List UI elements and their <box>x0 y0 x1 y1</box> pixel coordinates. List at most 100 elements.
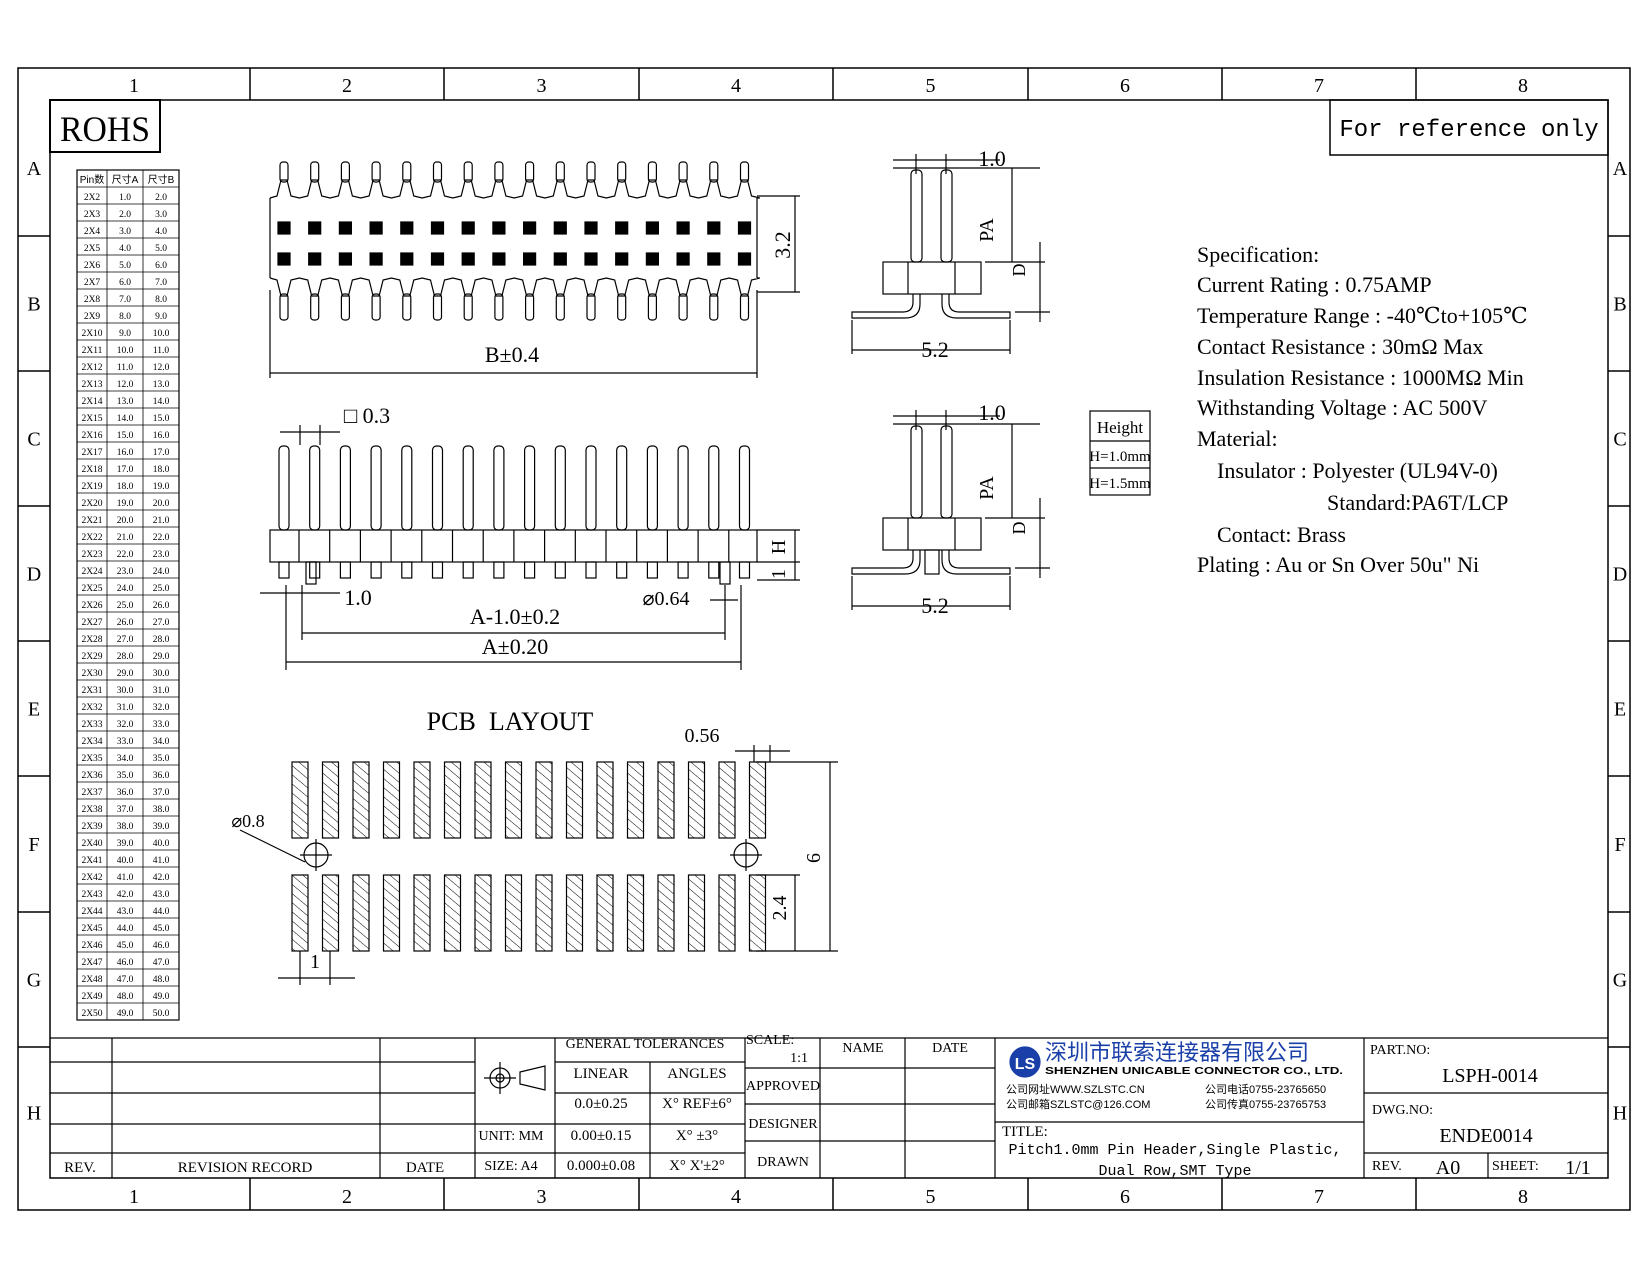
tb-size: SIZE: A4 <box>484 1159 537 1174</box>
tb-title-label: TITLE: <box>1002 1124 1048 1140</box>
zone-row-label: C <box>27 429 40 451</box>
pin-table-cell: 2X10 <box>81 329 102 339</box>
zone-column-label: 1 <box>129 1186 139 1208</box>
spec-line: Standard:PA6T/LCP <box>1327 490 1508 515</box>
side-smt-lead <box>941 294 1011 319</box>
zone-column-label: 2 <box>342 75 352 97</box>
pin-table-cell: 2X6 <box>84 261 101 271</box>
front-pin-tail <box>309 561 321 579</box>
zone-row-label: A <box>1613 158 1628 180</box>
pin-table-cell: 11.0 <box>153 346 170 356</box>
front-pin-tail <box>677 561 689 579</box>
pin-table-cell: 23.0 <box>117 567 134 577</box>
top-pin <box>709 293 719 321</box>
top-pin-square <box>338 252 352 266</box>
pin-table-cell: 5.0 <box>155 244 167 254</box>
top-pin-square <box>522 221 537 235</box>
dim-side2-pitch: 1.0 <box>978 400 1006 425</box>
pin-table-cell: 20.0 <box>153 499 170 509</box>
pin-table-cell: 32.0 <box>153 703 170 713</box>
front-pin <box>493 445 505 531</box>
front-pin-tail <box>646 561 659 579</box>
reference-box <box>1329 99 1609 156</box>
pin-table-cell: 2X39 <box>81 822 102 832</box>
pin-table-cell: 28.0 <box>153 635 170 645</box>
pin-table-cell: 2X5 <box>84 244 101 254</box>
pin-table-header: 尺寸B <box>148 173 175 186</box>
dim-side-d: D <box>1009 264 1029 277</box>
pin-table-cell: 31.0 <box>153 686 170 696</box>
pcb-pad <box>443 761 462 839</box>
top-pin-square <box>369 252 383 266</box>
zone-column-label: 5 <box>926 75 936 97</box>
top-pin-square <box>277 252 291 266</box>
pin-table-cell: 21.0 <box>153 516 170 526</box>
zone-row-label: F <box>1614 834 1625 856</box>
tb-title-line1: Pitch1.0mm Pin Header,Single Plastic, <box>1008 1142 1341 1159</box>
zone-column-label: 2 <box>342 1186 352 1208</box>
zone-row-label: D <box>1613 564 1627 586</box>
top-pin-square <box>737 221 752 235</box>
pin-table-cell: 2X47 <box>81 958 102 968</box>
pin-table-cell: 29.0 <box>153 652 170 662</box>
pin-table-cell: 10.0 <box>117 346 134 356</box>
dim-front-1: 1 <box>768 569 790 579</box>
pcb-pad <box>474 761 492 839</box>
pcb-pad <box>413 874 431 952</box>
outer-border <box>17 67 1631 1211</box>
pin-table-cell: 8.0 <box>155 295 167 305</box>
front-pin <box>677 445 689 531</box>
tb-scale-label: SCALE: <box>746 1033 794 1048</box>
zone-column-label: 5 <box>926 1186 936 1208</box>
specification-block: Specification: Current Rating : 0.75AMP … <box>1197 242 1528 577</box>
pin-table-cell: 2X37 <box>81 788 102 798</box>
top-pin <box>371 293 381 321</box>
pin-table-cell: 41.0 <box>117 873 134 883</box>
top-pin <box>555 161 565 183</box>
front-pin-tail <box>431 561 444 579</box>
pin-table-cell: 41.0 <box>153 856 170 866</box>
pcb-pad <box>321 874 340 952</box>
pin-table-cell: 48.0 <box>153 975 170 985</box>
zone-row-label: H <box>1613 1103 1627 1125</box>
tb-name-col: NAME <box>842 1041 883 1056</box>
pin-table-cell: 2X13 <box>81 380 102 390</box>
pin-table-cell: 13.0 <box>153 380 170 390</box>
top-pin <box>647 161 658 183</box>
top-pin-square <box>553 252 567 266</box>
zone-row-label: C <box>1613 429 1626 451</box>
pin-table-cell: 44.0 <box>153 907 170 917</box>
pin-table-cell: 35.0 <box>153 754 170 764</box>
pin-table-cell: 47.0 <box>153 958 170 968</box>
pin-table-cell: 2X38 <box>81 805 102 815</box>
front-pin-tail <box>493 561 505 579</box>
pin-table-cell: 38.0 <box>117 822 134 832</box>
pin-table-cell: 2X17 <box>81 448 102 458</box>
pcb-pad <box>596 761 614 839</box>
pcb-pad <box>321 761 340 839</box>
pin-table-cell: 40.0 <box>153 839 170 849</box>
pcb-pad <box>657 761 675 839</box>
pin-table-cell: 9.0 <box>119 329 131 339</box>
top-pin-square <box>584 221 598 235</box>
pin-table-cell: 15.0 <box>117 431 134 441</box>
front-pin <box>370 445 382 531</box>
pin-table-cell: 2X8 <box>84 295 101 305</box>
top-pin-square <box>277 221 291 235</box>
pin-table-cell: 3.0 <box>119 227 131 237</box>
pin-table-cell: 7.0 <box>155 278 167 288</box>
pin-table-cell: 18.0 <box>153 465 170 475</box>
front-pin-tail <box>616 561 628 579</box>
top-pin-square <box>584 252 598 266</box>
pcb-pad <box>535 761 553 839</box>
pin-table-cell: 2.0 <box>119 210 131 220</box>
pcb-pad <box>626 874 645 952</box>
pin-table-cell: 31.0 <box>117 703 134 713</box>
dim-pcb-6: 6 <box>803 853 825 863</box>
pin-table-cell: 2X34 <box>81 737 102 747</box>
tb-rev-value: A0 <box>1436 1157 1460 1179</box>
pin-table-cell: 24.0 <box>153 567 170 577</box>
tb-title-line2: Dual Row,SMT Type <box>1098 1163 1251 1180</box>
tb-phone: 公司电话0755-23765650 <box>1205 1083 1326 1096</box>
pcb-pad <box>565 761 584 839</box>
